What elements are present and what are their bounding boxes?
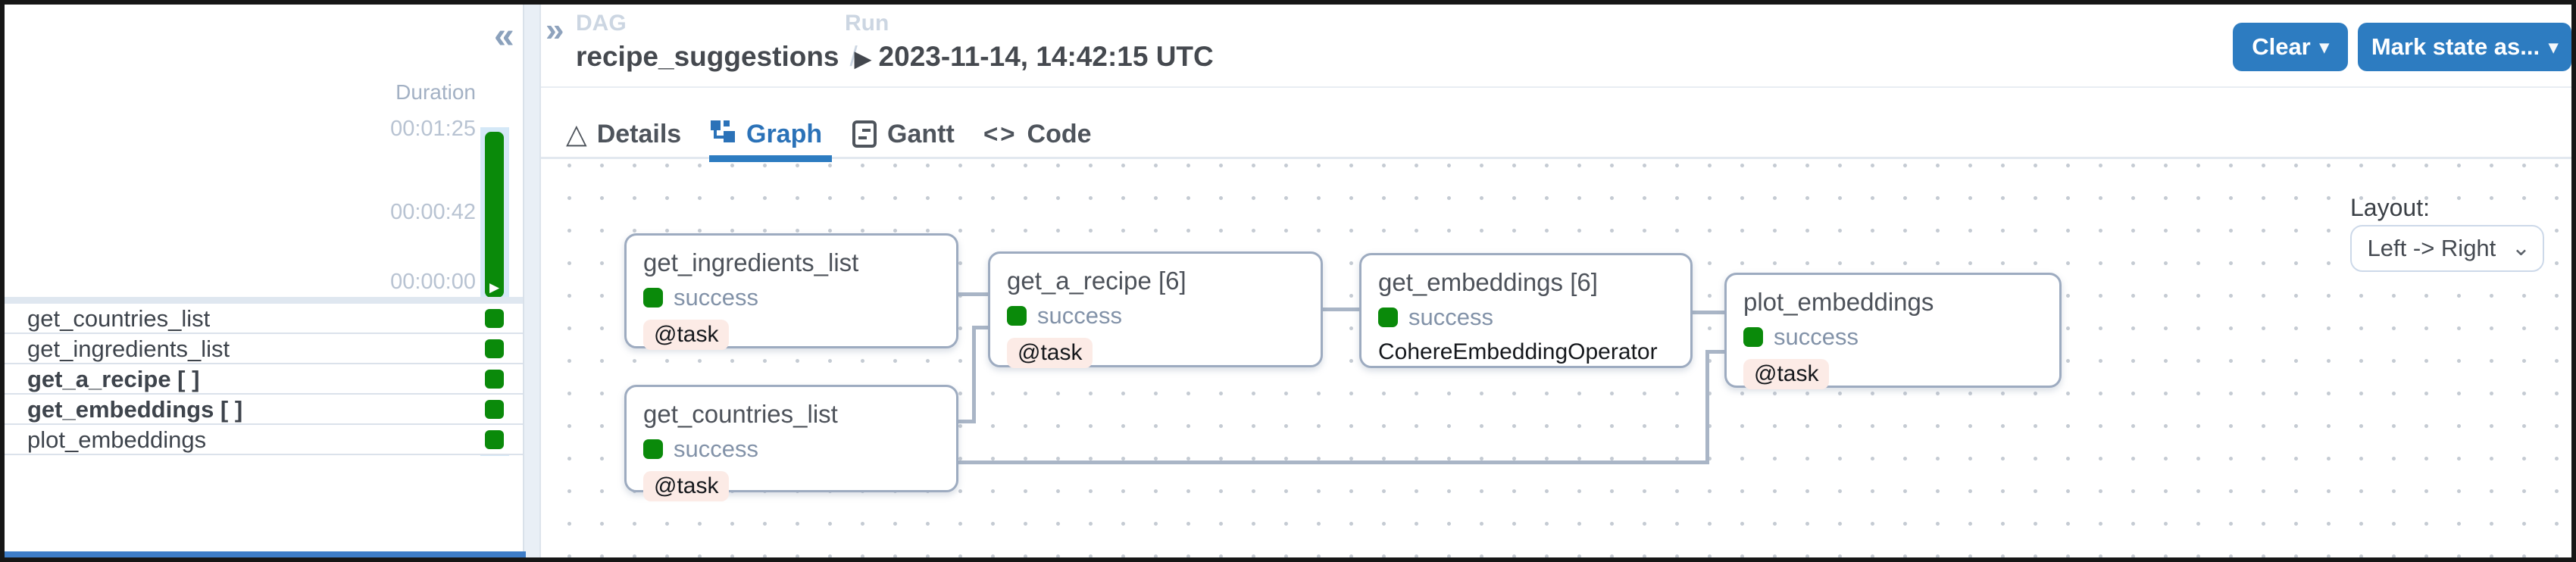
run-timestamp: 2023-11-14, 14:42:15 UTC (878, 41, 1214, 72)
graph-node-get_countries_list[interactable]: get_countries_list success @task (624, 385, 958, 501)
task-status-square[interactable] (485, 430, 504, 449)
task-row-label: get_countries_list (27, 305, 211, 332)
operator-badge: @task (1007, 338, 1093, 368)
run-breadcrumb-label: Run (845, 11, 889, 36)
duration-tick: 00:01:25 (390, 117, 476, 141)
graph-node-get_ingredients_list[interactable]: get_ingredients_list success @task (624, 233, 958, 350)
success-status-square (1007, 306, 1027, 326)
grid-sidebar: « Duration 00:01:25 00:00:42 00:00:00 ▶ … (5, 5, 526, 557)
code-icon: <> (983, 120, 1018, 148)
node-state: success (1774, 323, 1859, 350)
task-row-label: get_embeddings [ ] (27, 396, 243, 423)
task-row[interactable]: get_ingredients_list (5, 334, 523, 364)
node-state: success (1408, 304, 1493, 330)
task-row-label: plot_embeddings (27, 426, 207, 453)
node-title: plot_embeddings (1743, 288, 1934, 316)
dag-run-duration-bar[interactable]: ▶ (485, 132, 504, 298)
active-tab-underline (709, 155, 832, 162)
success-status-square (1743, 327, 1763, 347)
details-icon: △ (566, 118, 587, 149)
run-play-icon: ▶ (855, 47, 871, 70)
tab-gantt[interactable]: Gantt (852, 115, 955, 153)
node-state: success (674, 284, 758, 311)
edge-get_countries_list-to-get_a_recipe-seg2 (972, 326, 976, 423)
node-title: get_a_recipe [6] (1007, 267, 1186, 295)
layout-label: Layout: (2350, 194, 2430, 221)
layout-select-value: Left -> Right (2367, 235, 2496, 261)
expand-panel-icon[interactable]: » (546, 11, 564, 48)
task-row[interactable]: plot_embeddings (5, 425, 523, 455)
task-row-label: get_a_recipe [ ] (27, 366, 200, 392)
dag-breadcrumb-label: DAG (576, 11, 627, 36)
operator-badge: @task (1743, 359, 1830, 389)
run-value-row[interactable]: ▶ 2023-11-14, 14:42:15 UTC (855, 42, 1214, 70)
success-status-square (643, 288, 663, 308)
duration-tick: 00:00:42 (390, 200, 476, 224)
edge-get_countries_list-to-get_a_recipe-seg3 (972, 326, 990, 329)
edge-get_countries_list-to-plot_embeddings-seg3 (1705, 350, 1726, 354)
task-row[interactable]: get_a_recipe [ ] (5, 364, 523, 395)
task-status-square[interactable] (485, 400, 504, 419)
operator-badge: @task (643, 320, 730, 350)
caret-down-icon: ▾ (2319, 36, 2329, 58)
task-row[interactable]: get_countries_list (5, 304, 523, 334)
node-title: get_countries_list (643, 400, 838, 428)
operator-badge: @task (643, 471, 730, 501)
tab-code[interactable]: <> Code (983, 119, 1092, 148)
duration-column-header: Duration (395, 80, 476, 104)
edge-get_countries_list-to-plot_embeddings-seg1 (953, 461, 1709, 464)
dag-name[interactable]: recipe_suggestions (576, 41, 839, 72)
tab-details[interactable]: △ Details (566, 118, 682, 149)
node-state: success (1037, 302, 1122, 329)
edge-get_ingredients_list-to-get_a_recipe (953, 292, 989, 296)
chevron-down-icon: ⌄ (2511, 236, 2531, 261)
duration-tick: 00:00:00 (390, 270, 476, 294)
mark-state-as-button[interactable]: Mark state as... ▾ (2358, 23, 2571, 71)
task-row[interactable]: get_embeddings [ ] (5, 395, 523, 425)
caret-down-icon: ▾ (2549, 36, 2559, 58)
tabs-bottom-border (541, 157, 2571, 159)
task-status-square[interactable] (485, 370, 504, 389)
graph-icon (711, 120, 735, 142)
edge-get_countries_list-to-get_a_recipe-seg1 (953, 420, 976, 423)
graph-node-get_embeddings[interactable]: get_embeddings [6] success CohereEmbeddi… (1359, 253, 1693, 368)
task-status-square[interactable] (485, 309, 504, 328)
breadcrumb-separator: / (849, 41, 858, 72)
node-title: get_ingredients_list (643, 248, 859, 276)
breadcrumb: recipe_suggestions / (576, 42, 858, 70)
task-row-label: get_ingredients_list (27, 336, 230, 362)
edge-get_countries_list-to-plot_embeddings-seg2 (1705, 350, 1709, 464)
grid-header-separator (5, 297, 523, 304)
operator-name: CohereEmbeddingOperator (1378, 339, 1658, 364)
success-status-square (1378, 308, 1398, 327)
edge-get_embeddings-to-plot_embeddings (1691, 311, 1726, 314)
header-divider (541, 86, 2571, 88)
task-status-square[interactable] (485, 339, 504, 358)
clear-button[interactable]: Clear ▾ (2233, 23, 2348, 71)
layout-select[interactable]: Left -> Right ⌄ (2350, 225, 2544, 272)
horizontal-scrollbar[interactable] (5, 551, 526, 557)
run-triangle-icon: ▶ (489, 280, 500, 295)
graph-node-get_a_recipe[interactable]: get_a_recipe [6] success @task (988, 251, 1323, 368)
edge-get_a_recipe-to-get_embeddings (1321, 308, 1361, 311)
success-status-square (643, 439, 663, 459)
gantt-icon (852, 120, 877, 148)
node-state: success (674, 436, 758, 462)
collapse-sidebar-icon[interactable]: « (494, 16, 514, 56)
panel-resize-divider[interactable] (523, 5, 541, 557)
tab-graph[interactable]: Graph (709, 115, 822, 153)
node-title: get_embeddings [6] (1378, 268, 1598, 296)
graph-node-plot_embeddings[interactable]: plot_embeddings success @task (1724, 273, 2062, 389)
